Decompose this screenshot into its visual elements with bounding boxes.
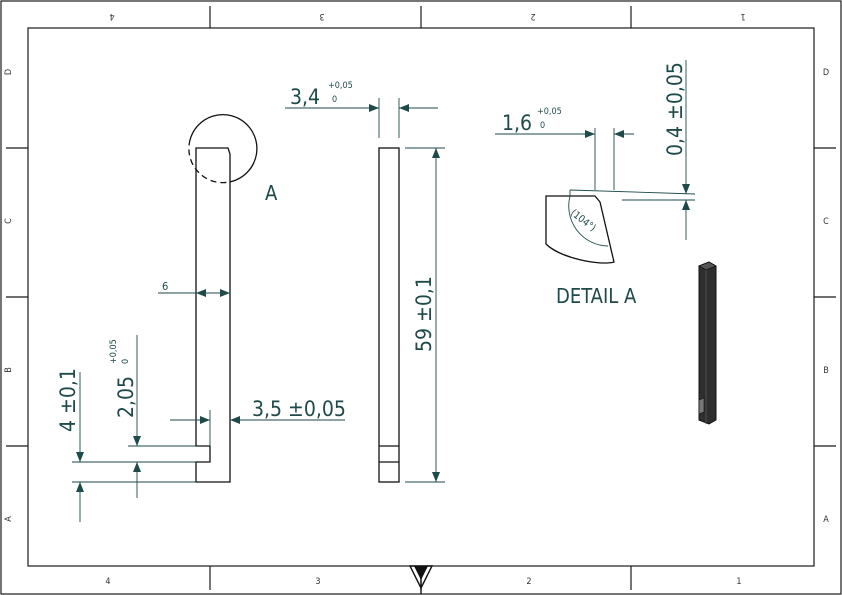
side-view-outline: [378, 147, 400, 483]
zone-top-2: 2: [530, 11, 535, 21]
front-view: A 6 3,5 ±0,05 2,05 +0,05 0 4 ±0,1: [56, 114, 346, 522]
slot-width-dimension: 3,5 ±0,05: [252, 397, 346, 421]
zone-labels-top: 4 3 2 1: [109, 11, 745, 21]
slot-depth-dimension: 2,05: [114, 376, 138, 418]
slot-depth-tol-upper: +0,05: [109, 339, 119, 364]
isometric-model: [698, 261, 717, 425]
zone-bottom-4: 4: [105, 577, 110, 587]
row-left-a: A: [4, 516, 14, 522]
detail-angle: (104°): [568, 208, 597, 234]
zone-top-3: 3: [319, 11, 324, 21]
detail-outline: [545, 195, 615, 264]
detail-title: DETAIL A: [556, 284, 637, 308]
chamfer-width-tol-upper: +0,05: [537, 107, 562, 117]
chamfer-width-tol-lower: 0: [540, 121, 545, 131]
thickness-tol-lower: 0: [332, 95, 337, 105]
zone-bottom-3: 3: [315, 577, 320, 587]
zone-bottom-1: 1: [736, 577, 741, 587]
row-left-c: C: [4, 218, 14, 224]
row-left-d: D: [4, 69, 14, 75]
zone-labels-left: D C B A: [4, 69, 14, 522]
row-right-b: B: [823, 366, 829, 376]
row-right-a: A: [823, 515, 829, 525]
row-right-c: C: [823, 217, 829, 227]
zone-labels-bottom: 4 3 2 1: [105, 577, 741, 587]
front-view-outline: [195, 147, 231, 483]
row-right-d: D: [823, 68, 829, 78]
detail-a: (104°) 1,6 +0,05 0 0,4 ±0,05 DETAIL A: [495, 60, 696, 308]
length-dimension: 59 ±0,1: [412, 276, 436, 352]
zone-labels-right: D C B A: [823, 68, 829, 525]
width-dimension: 6: [162, 280, 168, 293]
chamfer-height-dimension: 0,4 ±0,05: [663, 62, 687, 156]
zone-bottom-2: 2: [526, 577, 531, 587]
detail-marker: A: [265, 181, 278, 205]
thickness-tol-upper: +0,05: [328, 81, 353, 91]
chamfer-width-dimension: 1,6: [502, 111, 532, 135]
zone-top-1: 1: [740, 11, 745, 21]
detail-circle: [189, 114, 258, 181]
slot-position-dimension: 4 ±0,1: [56, 368, 80, 432]
side-view: 3,4 +0,05 0 59 ±0,1: [285, 81, 445, 483]
thickness-dimension: 3,4: [290, 85, 320, 109]
slot-depth-tol-lower: 0: [121, 359, 131, 364]
zone-ticks: [6, 6, 836, 590]
zone-top-4: 4: [109, 11, 114, 21]
row-left-b: B: [4, 367, 14, 373]
